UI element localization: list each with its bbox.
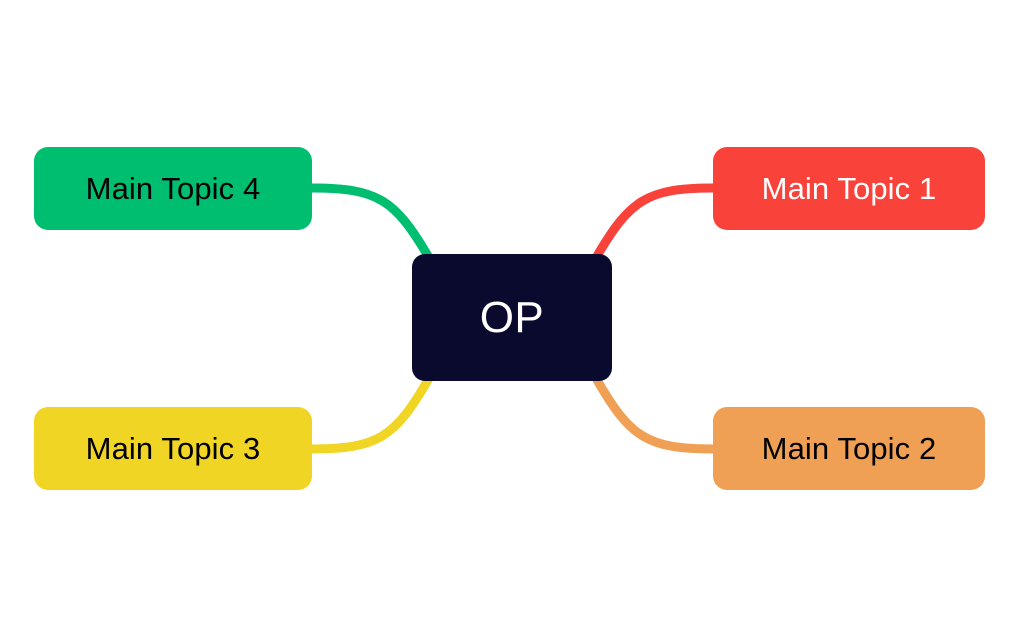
topic-node-main-topic-1[interactable]: Main Topic 1: [713, 147, 985, 230]
topic-node-main-topic-3[interactable]: Main Topic 3: [34, 407, 312, 490]
center-node-label: OP: [479, 292, 545, 342]
topic-node-label: Main Topic 1: [761, 170, 937, 206]
topic-node-main-topic-2[interactable]: Main Topic 2: [713, 407, 985, 490]
topic-node-label: Main Topic 3: [85, 430, 261, 466]
topic-node-label: Main Topic 4: [85, 170, 261, 206]
topic-node-main-topic-4[interactable]: Main Topic 4: [34, 147, 312, 230]
connector-center-to-topic-4: [307, 183, 433, 261]
topic-node-label: Main Topic 2: [761, 430, 937, 466]
connector-center-to-topic-2: [592, 375, 718, 454]
connector-center-to-topic-1: [592, 183, 718, 261]
connector-center-to-topic-3: [307, 375, 433, 454]
center-node[interactable]: OP: [412, 254, 612, 381]
